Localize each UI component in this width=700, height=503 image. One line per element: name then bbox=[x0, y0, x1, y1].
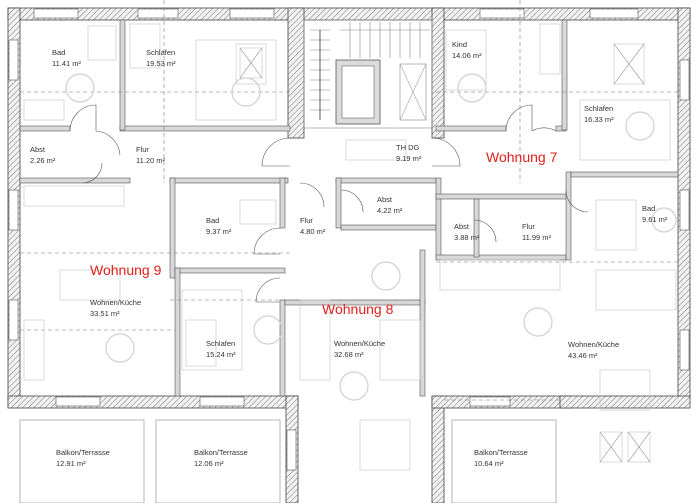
room-area-flur-w8: 4.80 m² bbox=[300, 227, 326, 236]
room-name-balkon-2: Balkon/Terrasse bbox=[194, 448, 248, 457]
room-name-bad-w8: Bad bbox=[206, 216, 219, 225]
room-name-flur-w7: Flur bbox=[522, 222, 535, 231]
room-area-th-dg: 9.19 m² bbox=[396, 154, 422, 163]
room-labels: Bad 11.41 m² Schlafen 19.53 m² Kind 14.0… bbox=[30, 40, 668, 468]
room-area-abst-w8: 4.22 m² bbox=[377, 206, 403, 215]
unit-label-w9: Wohnung 9 bbox=[90, 262, 162, 278]
room-area-bad-w8: 9.37 m² bbox=[206, 227, 232, 236]
unit-label-w8: Wohnung 8 bbox=[322, 301, 394, 317]
room-name-schlafen-w9b: Schlafen bbox=[206, 339, 235, 348]
watermark-icon bbox=[65, 73, 677, 401]
door-swings bbox=[69, 104, 589, 303]
room-name-abst-w8: Abst bbox=[377, 195, 393, 204]
room-name-bad-w7: Bad bbox=[642, 204, 655, 213]
unit-label-w7: Wohnung 7 bbox=[486, 149, 558, 165]
room-area-abst-w7: 3.88 m² bbox=[454, 233, 480, 242]
room-name-balkon-1: Balkon/Terrasse bbox=[56, 448, 110, 457]
balconies bbox=[19, 419, 557, 503]
room-name-kind-w7: Kind bbox=[452, 40, 467, 49]
room-area-balkon-3: 10.64 m² bbox=[474, 459, 504, 468]
room-area-schlafen-w9a: 19.53 m² bbox=[146, 59, 176, 68]
room-area-wohnen-w7: 43.46 m² bbox=[568, 351, 598, 360]
room-area-wohnen-w8: 32.68 m² bbox=[334, 350, 364, 359]
room-area-flur-w7: 11.99 m² bbox=[522, 233, 552, 242]
room-name-abst-w9: Abst bbox=[30, 145, 46, 154]
windows bbox=[8, 8, 690, 471]
room-area-bad-w7: 9.61 m² bbox=[642, 215, 668, 224]
room-area-schlafen-w7: 16.33 m² bbox=[584, 115, 614, 124]
room-area-schlafen-w9b: 15.24 m² bbox=[206, 350, 236, 359]
room-name-balkon-3: Balkon/Terrasse bbox=[474, 448, 528, 457]
dashed-lines bbox=[20, 0, 678, 401]
room-name-schlafen-w7: Schlafen bbox=[584, 104, 613, 113]
furniture bbox=[23, 23, 677, 471]
room-area-balkon-1: 12.91 m² bbox=[56, 459, 86, 468]
room-area-balkon-2: 12.06 m² bbox=[194, 459, 224, 468]
room-name-wohnen-w7: Wohnen/Küche bbox=[568, 340, 619, 349]
room-area-bad-w9: 11.41 m² bbox=[52, 59, 82, 68]
room-area-flur-w9: 11.20 m² bbox=[136, 156, 166, 165]
interior-walls bbox=[19, 19, 679, 397]
room-area-kind-w7: 14.06 m² bbox=[452, 51, 482, 60]
room-area-abst-w9: 2.26 m² bbox=[30, 156, 56, 165]
room-area-wohnen-w9: 33.51 m² bbox=[90, 309, 120, 318]
room-name-bad-w9: Bad bbox=[52, 48, 65, 57]
unit-labels: Wohnung 7 Wohnung 9 Wohnung 8 bbox=[90, 149, 558, 317]
room-name-flur-w9: Flur bbox=[136, 145, 149, 154]
room-name-wohnen-w8: Wohnen/Küche bbox=[334, 339, 385, 348]
room-name-schlafen-w9a: Schlafen bbox=[146, 48, 175, 57]
room-name-abst-w7: Abst bbox=[454, 222, 470, 231]
staircase bbox=[303, 19, 433, 129]
room-name-wohnen-w9: Wohnen/Küche bbox=[90, 298, 141, 307]
room-name-flur-w8: Flur bbox=[300, 216, 313, 225]
room-name-th-dg: TH DG bbox=[396, 143, 419, 152]
